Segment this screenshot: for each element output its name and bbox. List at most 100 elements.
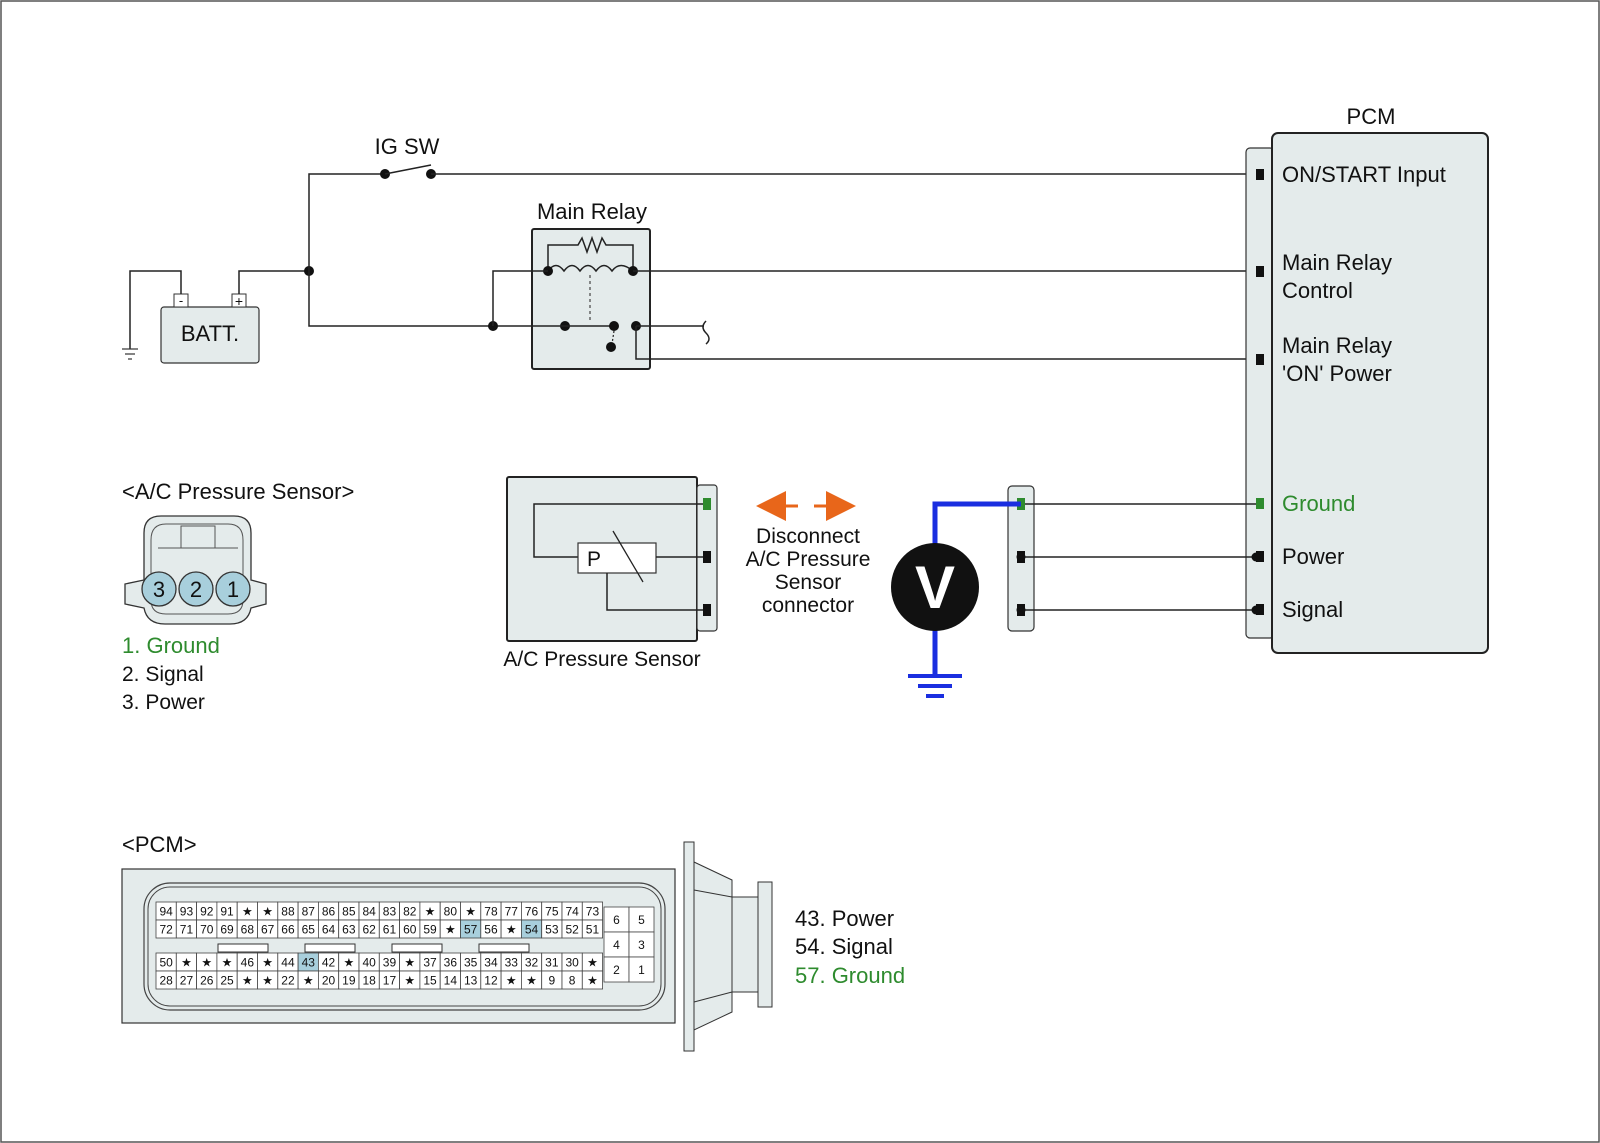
pcm-pin-label: 46 xyxy=(241,956,255,970)
pcm-small-pin-label: 5 xyxy=(638,913,645,927)
battery-ground-wire xyxy=(129,270,182,349)
pcm-pin-label: 61 xyxy=(383,923,397,937)
pcm-pin-label: 64 xyxy=(322,923,336,937)
ac-sensor-caption: A/C Pressure Sensor xyxy=(503,648,700,671)
pcm-terminal-power: Power xyxy=(1282,544,1344,569)
main-relay: Main Relay xyxy=(531,199,651,370)
pcm-pin-label: 73 xyxy=(586,905,600,919)
pcm-small-pin-label: 6 xyxy=(613,913,620,927)
main-relay-label: Main Relay xyxy=(537,199,647,224)
pcm-pin-label: ★ xyxy=(587,974,598,988)
pcm-pin-label: 15 xyxy=(423,974,437,988)
pcm-pin-label: 19 xyxy=(342,974,356,988)
pcm-pin-label: 83 xyxy=(383,905,397,919)
pcm-pin-label: ★ xyxy=(404,974,415,988)
ig-switch: IG SW xyxy=(375,134,440,179)
pcm-pin-label: 56 xyxy=(484,923,498,937)
pcm-terminal-main-relay-power: Main Relay xyxy=(1282,333,1392,358)
battery-plus-label: + xyxy=(235,293,243,309)
sensor-pin-3: 3 xyxy=(153,577,165,602)
pcm-legend-ground: 57. Ground xyxy=(795,963,905,988)
pcm-pin-label: ★ xyxy=(587,956,598,970)
sensor-legend-signal: 2. Signal xyxy=(122,663,204,686)
pcm-pin-label: 51 xyxy=(586,923,600,937)
ig-feed-wire xyxy=(308,173,385,271)
sensor-legend-ground: 1. Ground xyxy=(122,633,220,658)
pcm-pin-label: 80 xyxy=(444,905,458,919)
pcm-pin-label: 88 xyxy=(281,905,295,919)
pcm-small-pin-label: 4 xyxy=(613,938,620,952)
pcm-pin-label: ★ xyxy=(222,956,233,970)
junction-dot xyxy=(1016,552,1026,562)
battery-minus-label: - xyxy=(179,293,183,308)
pcm-pin-label: ★ xyxy=(425,905,436,919)
pcm-terminal-main-relay-control: Main Relay xyxy=(1282,250,1392,275)
pcm-legend-power: 43. Power xyxy=(795,906,894,931)
pcm-pin-label: 77 xyxy=(505,905,519,919)
disconnect-line-4: connector xyxy=(762,594,854,617)
pcm-pin-label: 25 xyxy=(220,974,234,988)
ac-sensor-heading: <A/C Pressure Sensor> xyxy=(122,479,354,504)
battery-positive-wire xyxy=(238,270,309,294)
pcm-terminal-signal: Signal xyxy=(1282,597,1343,622)
pcm-pin-label: 9 xyxy=(549,974,556,988)
pcm-small-pin-label: 2 xyxy=(613,963,620,977)
pcm-pin-label: 74 xyxy=(565,905,579,919)
pcm-pin-label: ★ xyxy=(262,974,273,988)
pcm-pin-label: 30 xyxy=(565,956,579,970)
junction-dot xyxy=(1251,605,1261,615)
pcm-pin-label: 85 xyxy=(342,905,356,919)
pcm-pin-label: 39 xyxy=(383,956,397,970)
pcm-pin-label: 31 xyxy=(545,956,559,970)
ac-pressure-sensor: P A/C Pressure Sensor xyxy=(503,476,718,671)
pcm-pin-label: 59 xyxy=(423,923,437,937)
pcm-pin-label: 84 xyxy=(362,905,376,919)
disconnect-note: Disconnect A/C Pressure Sensor connector xyxy=(746,525,871,617)
pcm-pin-label: 68 xyxy=(241,923,255,937)
pcm-pin-label: 70 xyxy=(200,923,214,937)
pcm-pin-cell xyxy=(581,919,603,939)
pcm-pin-label: 35 xyxy=(464,956,478,970)
pcm-pin-label: 32 xyxy=(525,956,539,970)
relay-feed-wire xyxy=(308,271,493,327)
pcm-pin-label: 91 xyxy=(220,905,234,919)
pcm-pin-label: 40 xyxy=(362,956,376,970)
pcm-terminal-main-relay-control-2: Control xyxy=(1282,278,1353,303)
pcm-pin-label: 28 xyxy=(159,974,173,988)
pcm-pin-label: 75 xyxy=(545,905,559,919)
pcm-pin-label: 54 xyxy=(525,923,539,937)
pcm-pin-label: 37 xyxy=(423,956,437,970)
pcm-pin-label: ★ xyxy=(242,974,253,988)
sensor-pin-2: 2 xyxy=(190,577,202,602)
pcm-pin-label: 71 xyxy=(180,923,194,937)
chassis-ground-icon xyxy=(122,348,138,360)
pcm-heading: <PCM> xyxy=(122,832,197,857)
pcm-pin-label: 43 xyxy=(302,956,316,970)
pcm-terminal-on-start: ON/START Input xyxy=(1282,162,1446,187)
pcm-pin-label: ★ xyxy=(262,905,273,919)
pcm-small-pin-cell xyxy=(628,956,655,983)
sensor-connector-face: 3 2 1 xyxy=(124,515,267,625)
junction-dot xyxy=(1251,552,1261,562)
pcm-pin-label: 14 xyxy=(444,974,458,988)
pcm-pin-label: 33 xyxy=(505,956,519,970)
pcm-pin-label: 65 xyxy=(302,923,316,937)
pcm-pin-label: 17 xyxy=(383,974,397,988)
sensor-legend-power: 3. Power xyxy=(122,691,205,714)
pcm-pin-label: 12 xyxy=(484,974,498,988)
pcm-pin-label: 57 xyxy=(464,923,478,937)
pcm-pin-label: 87 xyxy=(302,905,316,919)
pcm-pin-label: ★ xyxy=(465,905,476,919)
pcm-pin-label: 42 xyxy=(322,956,336,970)
pcm-pin-label: ★ xyxy=(343,956,354,970)
pcm-pin-label: 66 xyxy=(281,923,295,937)
pcm-pin-label: 36 xyxy=(444,956,458,970)
pcm-pin-label: ★ xyxy=(181,956,192,970)
pcm-title: PCM xyxy=(1347,104,1396,129)
pcm-pin-label: 26 xyxy=(200,974,214,988)
